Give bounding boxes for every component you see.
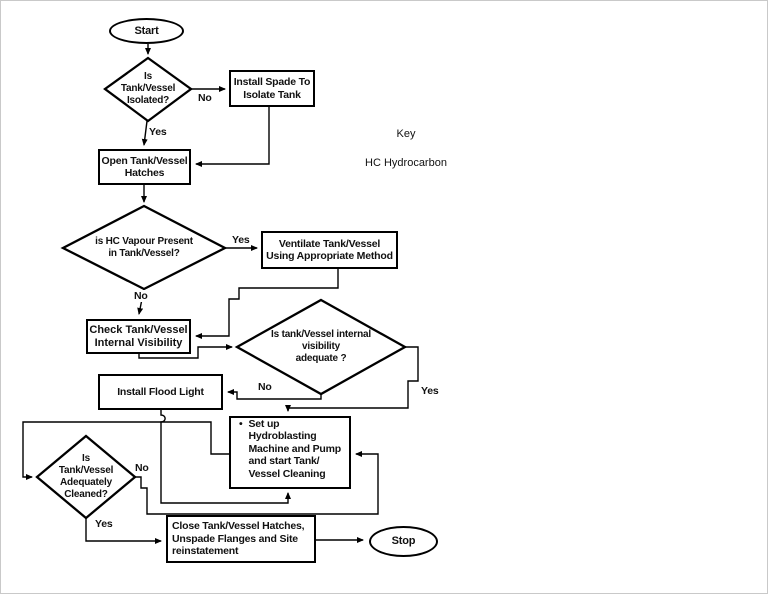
decision-cleaned-shape (35, 434, 137, 520)
bullet-icon: • (239, 418, 243, 430)
key-block: Key HC Hydrocarbon (341, 113, 471, 184)
edge-isolated-yes-to-open-hatches (141, 120, 148, 146)
start-terminator: Start (109, 18, 184, 44)
decision-visibility-label: Is tank/Vessel internal visibility adequ… (271, 329, 371, 364)
edge-hydroblasting-to-cleaned (22, 421, 229, 480)
key-entry: HC Hydrocarbon (365, 156, 447, 169)
edge-adequate-yes-to-hydroblasting (285, 346, 419, 412)
decision-isolated-label: Is Tank/Vessel Isolated? (120, 71, 176, 106)
edge-ventilate-to-check (195, 269, 339, 339)
edge-label-vapour-no: No (133, 290, 149, 302)
process-close-hatches: Close Tank/Vessel Hatches, Unspade Flang… (166, 515, 316, 563)
decision-visibility-shape (234, 298, 408, 396)
key-title: Key (396, 128, 416, 141)
edge-label-visibility-yes: Yes (420, 385, 440, 397)
edge-cleaned-no-to-hydroblasting (135, 451, 379, 515)
decision-vapour-label: is HC Vapour Present in Tank/Vessel? (95, 236, 193, 259)
edge-check-to-adequate (138, 344, 233, 359)
decision-vapour-shape (60, 204, 228, 291)
decision-cleaned-label: Is Tank/Vessel Adequately Cleaned? (58, 453, 114, 500)
edge-adequate-no-to-floodlight (227, 389, 322, 400)
edge-label-isolated-no: No (197, 92, 213, 104)
edge-label-cleaned-no: No (134, 462, 150, 474)
edge-label-isolated-yes: Yes (148, 126, 168, 138)
edge-label-vapour-yes: Yes (231, 234, 251, 246)
process-hydroblasting-label: Set up Hydroblasting Machine and Pump an… (248, 418, 341, 480)
edge-floodlight-to-hydroblasting (160, 410, 291, 504)
process-check-visibility: Check Tank/Vessel Internal Visibility (86, 319, 191, 354)
process-open-hatches: Open Tank/Vessel Hatches (98, 149, 191, 185)
edge-spade-to-open-hatches (195, 107, 270, 167)
edge-cleaned-yes-to-close (85, 518, 162, 544)
process-install-flood-light: Install Flood Light (98, 374, 223, 410)
process-install-spade: Install Spade To Isolate Tank (229, 70, 315, 107)
edge-label-visibility-no: No (257, 381, 273, 393)
process-hydroblasting: • Set up Hydroblasting Machine and Pump … (229, 416, 351, 489)
decision-isolated-shape (103, 56, 193, 123)
stop-terminator: Stop (369, 526, 438, 557)
process-ventilate: Ventilate Tank/Vessel Using Appropriate … (261, 231, 398, 269)
edge-label-cleaned-yes: Yes (94, 518, 114, 530)
